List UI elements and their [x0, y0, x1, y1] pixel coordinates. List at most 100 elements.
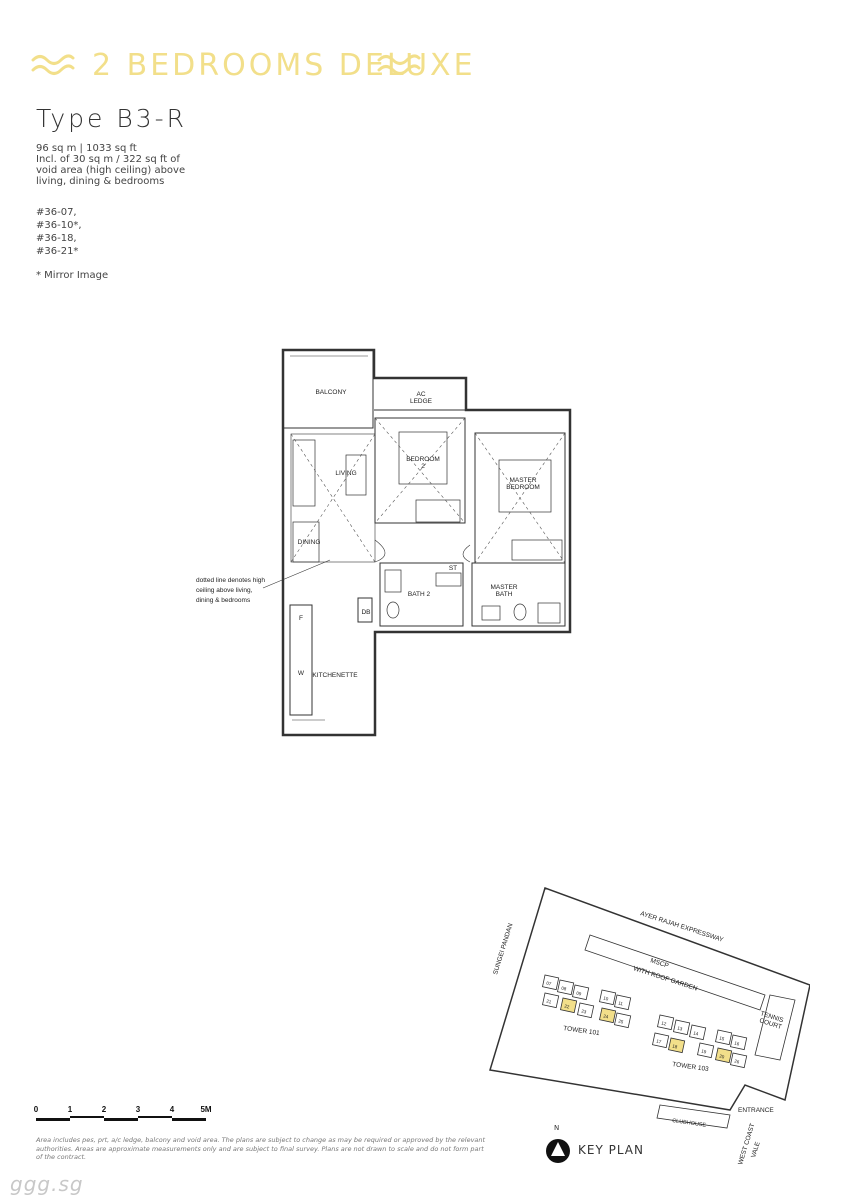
- label-entrance: ENTRANCE: [738, 1107, 774, 1114]
- room-living: LIVING: [335, 470, 356, 477]
- unit-block: [652, 1032, 670, 1049]
- scale-label: 0: [34, 1105, 39, 1114]
- key-plan-label: KEY PLAN: [578, 1143, 644, 1157]
- unit-block-label: 25: [618, 1019, 624, 1025]
- scale-label: 3: [136, 1105, 141, 1114]
- scale-segment: [104, 1118, 138, 1121]
- unit-number: #36-21*: [36, 246, 79, 257]
- unit-block-label: 17: [656, 1039, 662, 1045]
- label-tower-103: TOWER 103: [672, 1061, 710, 1073]
- unit-block-label: 07: [546, 981, 552, 987]
- unit-type-title: Type B3-R: [36, 104, 188, 133]
- unit-block-label: 26: [734, 1059, 740, 1065]
- room-kitchenette: KITCHENETTE: [312, 672, 358, 679]
- unit-area: 96 sq m | 1033 sq ft: [36, 143, 137, 154]
- room-master-bedroom: BEDROOM: [506, 484, 540, 491]
- banner-title: 2 BEDROOMS DELUXE: [92, 48, 476, 83]
- unit-block-label: 14: [693, 1031, 699, 1037]
- unit-block: [715, 1047, 733, 1064]
- unit-block: [557, 979, 575, 996]
- watermark: ggg.sg: [10, 1172, 84, 1196]
- room-bedroom-2: 2: [421, 463, 425, 470]
- unit-block-label: 22: [564, 1004, 570, 1010]
- unit-block-label: 10: [603, 996, 609, 1002]
- floor-plan: BALCONY AC LEDGE BEDROOM 2 MASTER BEDROO…: [196, 348, 572, 737]
- scale-segment: [36, 1118, 70, 1121]
- room-db: DB: [361, 609, 370, 616]
- disclaimer-text: Area includes pes, prt, a/c ledge, balco…: [36, 1136, 486, 1161]
- unit-block-label: 09: [576, 991, 582, 997]
- room-storage: ST: [449, 565, 457, 572]
- room-dining: DINING: [298, 539, 321, 546]
- unit-block-label: 23: [581, 1009, 587, 1015]
- room-master-bedroom: MASTER: [509, 477, 536, 484]
- unit-block: [730, 1034, 748, 1051]
- unit-number: #36-10*,: [36, 220, 82, 231]
- room-bath-2: BATH 2: [408, 591, 431, 598]
- unit-block: [614, 1012, 632, 1029]
- void-note: dotted line denotes high: [196, 577, 265, 584]
- scale-label: 4: [170, 1105, 175, 1114]
- north-label: N: [554, 1124, 560, 1132]
- washer-label: W: [298, 670, 305, 677]
- label-river: SUNGEI PANDAN: [492, 922, 514, 975]
- unit-block-label: 11: [618, 1001, 624, 1007]
- unit-block: [668, 1037, 686, 1054]
- unit-block: [560, 997, 578, 1014]
- unit-block-label: 13: [677, 1026, 683, 1032]
- unit-block: [542, 974, 560, 991]
- unit-block-label: 18: [672, 1044, 678, 1050]
- unit-block: [542, 992, 560, 1009]
- unit-block-label: 08: [561, 986, 567, 992]
- room-balcony: BALCONY: [315, 389, 347, 396]
- room-bedroom-2: BEDROOM: [406, 456, 440, 463]
- unit-block-label: 20: [719, 1054, 725, 1060]
- scale-label: 1: [68, 1105, 73, 1114]
- unit-block-label: 16: [734, 1041, 740, 1047]
- scale-segment: [172, 1118, 206, 1121]
- label-clubhouse: CLUBHOUSE: [672, 1118, 707, 1129]
- unit-block: [614, 994, 632, 1011]
- void-note-line: void area (high ceiling) above: [36, 165, 186, 176]
- unit-block: [697, 1042, 715, 1059]
- mirror-note: * Mirror Image: [36, 270, 109, 281]
- scale-label: 2: [102, 1105, 107, 1114]
- scale-segment: [70, 1116, 104, 1118]
- unit-numbers: #36-07, #36-10*, #36-18, #36-21*: [36, 206, 82, 258]
- unit-block-label: 12: [661, 1021, 667, 1027]
- left-wave-icon: [31, 54, 75, 75]
- room-ac-ledge: LEDGE: [410, 398, 433, 405]
- label-mscp: WITH ROOF GARDEN: [632, 965, 698, 992]
- unit-number: #36-07,: [36, 207, 77, 218]
- unit-block: [572, 984, 590, 1001]
- unit-block: [599, 1007, 617, 1024]
- label-mscp: MSCP: [649, 957, 669, 969]
- unit-block: [673, 1019, 691, 1036]
- fridge-label: F: [299, 615, 303, 622]
- room-master-bath: MASTER: [490, 584, 517, 591]
- unit-block: [715, 1029, 733, 1046]
- unit-block-label: 15: [719, 1036, 725, 1042]
- void-note: dining & bedrooms: [196, 597, 251, 604]
- room-master-bath: BATH: [496, 591, 513, 598]
- unit-block: [657, 1014, 675, 1031]
- unit-block: [599, 989, 617, 1006]
- unit-block: [689, 1024, 707, 1041]
- unit-block-label: 24: [603, 1014, 609, 1020]
- unit-block: [730, 1052, 748, 1069]
- north-arrow-icon: [543, 1125, 573, 1169]
- label-road: VALE: [750, 1140, 762, 1158]
- unit-block-label: 19: [701, 1049, 707, 1055]
- void-note-line: Incl. of 30 sq m / 322 sq ft of: [36, 154, 180, 165]
- unit-block: [577, 1002, 595, 1019]
- void-note: ceiling above living,: [196, 587, 253, 594]
- key-plan-map: AYER RAJAH EXPRESSWAY SUNGEI PANDAN MSCP…: [489, 887, 810, 1166]
- room-ac-ledge: AC: [416, 391, 425, 398]
- unit-area-info: 96 sq m | 1033 sq ft Incl. of 30 sq m / …: [36, 143, 236, 187]
- scale-segment: [138, 1116, 172, 1118]
- header-banner: 2 BEDROOMS DELUXE: [30, 40, 473, 100]
- right-wave-icon: [377, 54, 421, 75]
- void-note-line: living, dining & bedrooms: [36, 176, 165, 187]
